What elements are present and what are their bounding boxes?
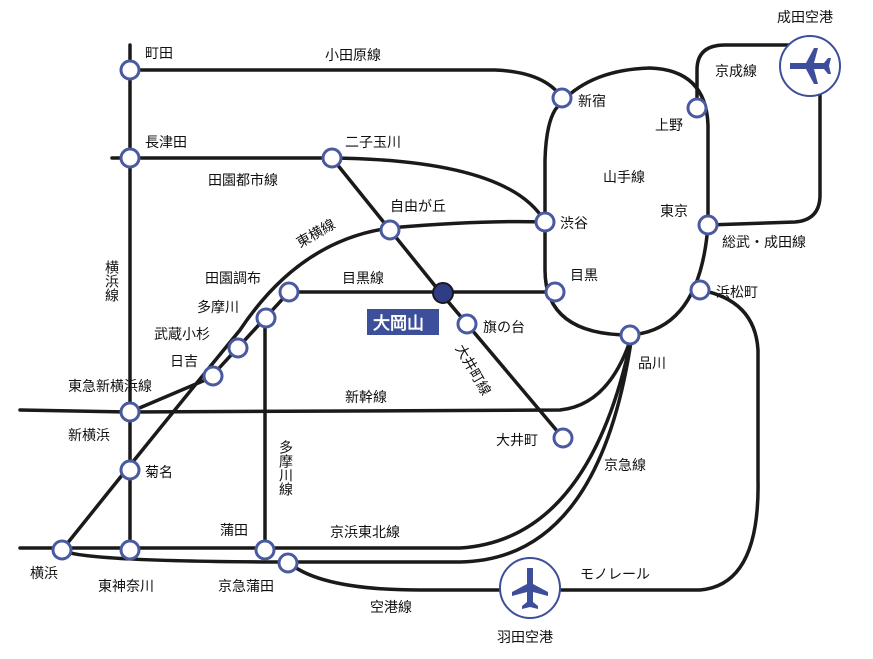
station-kamata[interactable]: [254, 539, 276, 561]
station-shinagawa[interactable]: [619, 324, 641, 346]
denentoshi-line: [110, 156, 547, 224]
label-tokyu-shin-yokohama-line: 東急新横浜線: [68, 379, 152, 395]
station-yokohama[interactable]: [51, 539, 73, 561]
label-yokohama-line: 横浜線: [103, 260, 119, 302]
highlight-station-label: 大岡山: [367, 309, 439, 335]
airport-line: [286, 560, 502, 592]
monorail-line: [558, 288, 760, 592]
keisei-line: [695, 43, 802, 110]
station-hamamatsucho[interactable]: [689, 279, 711, 301]
airport-haneda[interactable]: 羽田空港: [497, 557, 561, 646]
label-shinjuku: 新宿: [578, 93, 606, 110]
station-shin-yokohama[interactable]: [119, 401, 141, 423]
yamanote-line: [543, 66, 710, 337]
label-shibuya: 渋谷: [560, 216, 588, 232]
label-meguro: 目黒: [570, 268, 598, 284]
station-ueno[interactable]: [686, 97, 708, 119]
station-musashi-kosugi[interactable]: [227, 337, 249, 359]
label-monorail-line: モノレール: [580, 567, 650, 583]
label-musashi-kosugi: 武蔵小杉: [154, 327, 210, 343]
airport-haneda-label: 羽田空港: [497, 630, 553, 646]
station-keikyu-kamata[interactable]: [277, 552, 299, 574]
label-keisei-line: 京成線: [715, 64, 757, 80]
label-airport-line: 空港線: [370, 600, 412, 616]
label-higashi-kanagawa: 東神奈川: [98, 579, 154, 595]
station-labels: 町田 長津田 二子玉川 自由が丘 渋谷 新宿 上野 東京 目黒 浜松町 品川 旗…: [30, 46, 758, 595]
label-kikuna: 菊名: [145, 465, 173, 481]
label-keikyu-line: 京急線: [604, 458, 646, 474]
label-shinkansen-line: 新幹線: [345, 389, 387, 406]
label-hatanodai: 旗の台: [483, 320, 525, 336]
station-nagatsuta[interactable]: [119, 147, 141, 169]
label-shin-yokohama: 新横浜: [68, 428, 110, 444]
highlight-station-name: 大岡山: [373, 313, 424, 334]
label-sobu-narita-line: 総武・成田線: [722, 235, 806, 251]
label-oimachi: 大井町: [496, 433, 538, 449]
keihin-tohoku-line: [18, 333, 634, 550]
label-hiyoshi: 日吉: [170, 354, 198, 370]
label-futako-tamagawa: 二子玉川: [345, 135, 401, 151]
label-yokohama: 横浜: [30, 566, 58, 582]
station-jiyugaoka[interactable]: [379, 219, 401, 241]
airplane-icon: [512, 568, 548, 609]
odakyu-line: [128, 68, 564, 100]
label-hamamatsucho: 浜松町: [716, 285, 758, 301]
shinkansen-line: [18, 333, 634, 414]
label-tamagawa: 多摩川: [197, 299, 239, 316]
label-tokyo: 東京: [660, 204, 688, 220]
airplane-icon: [790, 48, 831, 84]
station-tokyo[interactable]: [697, 214, 719, 236]
label-shinagawa: 品川: [638, 356, 666, 372]
keikyu-line: [60, 333, 634, 564]
station-tamagawa[interactable]: [255, 307, 277, 329]
label-jiyugaoka: 自由が丘: [390, 199, 446, 215]
label-keihin-tohoku-line: 京浜東北線: [330, 525, 400, 541]
label-denenchofu: 田園調布: [205, 271, 261, 287]
toyoko-line: [60, 219, 547, 552]
label-nagatsuta: 長津田: [145, 135, 187, 151]
airport-narita[interactable]: 成田空港: [777, 10, 841, 97]
label-denentoshi-line: 田園都市線: [208, 172, 278, 189]
station-shinjuku[interactable]: [551, 87, 573, 109]
station-futako-tamagawa[interactable]: [321, 147, 343, 169]
station-kikuna[interactable]: [119, 459, 141, 481]
station-meguro[interactable]: [544, 281, 566, 303]
station-oimachi[interactable]: [552, 427, 574, 449]
station-shibuya[interactable]: [534, 211, 556, 233]
label-meguro-line: 目黒線: [342, 271, 384, 287]
rail-lines: [18, 43, 822, 592]
label-machida: 町田: [145, 46, 173, 62]
station-higashi-kanagawa[interactable]: [119, 539, 141, 561]
sobu-narita-line: [706, 88, 822, 227]
station-ookayama[interactable]: [432, 282, 454, 304]
label-keikyu-kamata: 京急蒲田: [218, 579, 274, 595]
label-ueno: 上野: [655, 118, 683, 134]
label-tamagawa-line: 多摩川線: [277, 439, 293, 496]
station-hiyoshi[interactable]: [202, 365, 224, 387]
station-hatanodai[interactable]: [456, 313, 478, 335]
airport-narita-label: 成田空港: [777, 10, 833, 26]
label-kamata: 蒲田: [220, 523, 248, 539]
label-odakyu-line: 小田原線: [325, 48, 381, 64]
station-denenchofu[interactable]: [278, 281, 300, 303]
station-machida[interactable]: [119, 59, 141, 81]
label-yamanote-line: 山手線: [603, 170, 645, 186]
stations: [51, 59, 719, 574]
